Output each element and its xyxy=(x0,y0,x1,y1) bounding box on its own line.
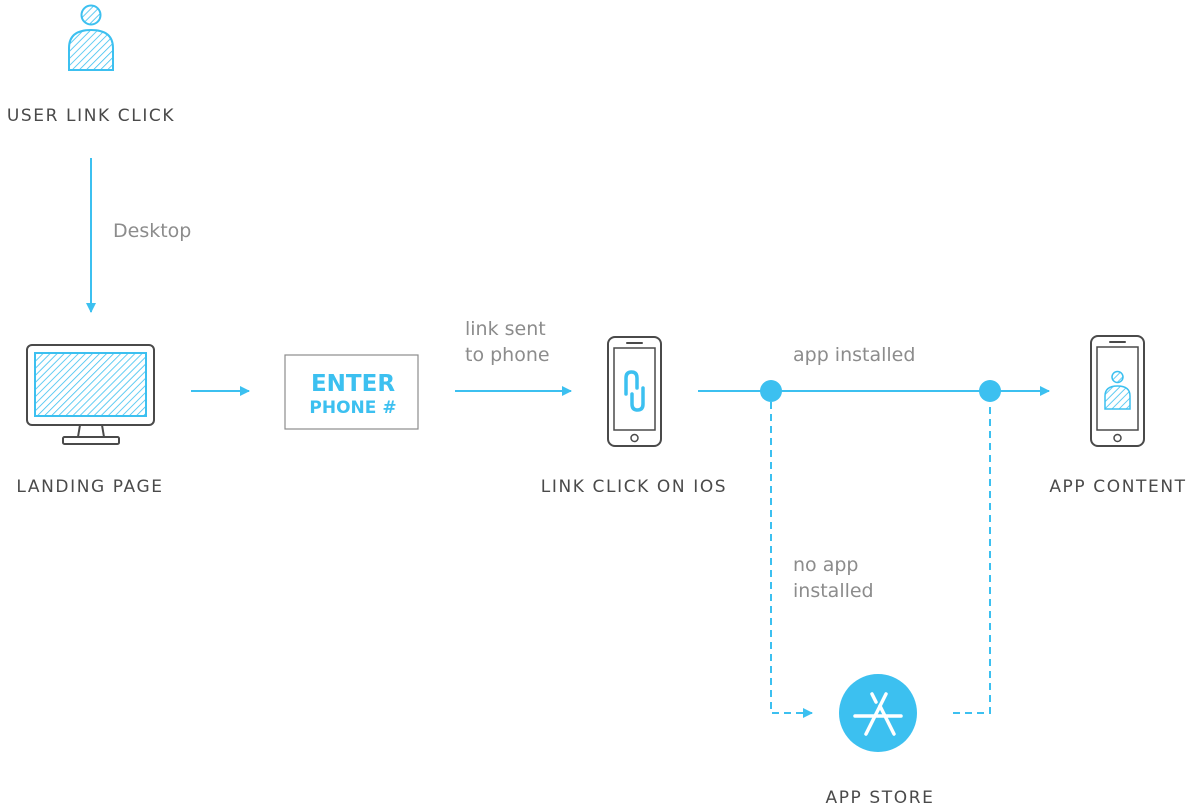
phone-user-icon xyxy=(1090,335,1145,447)
edge-no-app-dashed-arrow xyxy=(770,402,813,718)
edge-label-desktop: Desktop xyxy=(113,220,191,242)
edge-label-link-sent-line1: link sent xyxy=(465,318,546,340)
user-icon xyxy=(68,4,114,71)
edge-app-store-return-dashed xyxy=(953,402,991,714)
edge-label-app-installed: app installed xyxy=(793,344,915,366)
app-store-label: APP STORE xyxy=(825,788,934,803)
user-link-click-label: USER LINK CLICK xyxy=(7,106,175,126)
edge-label-no-app-line1: no app xyxy=(793,554,858,576)
app-content-label: APP CONTENT xyxy=(1049,477,1186,497)
app-store-icon[interactable] xyxy=(839,674,917,752)
desktop-monitor-icon xyxy=(26,344,155,445)
enter-phone-line2: PHONE # xyxy=(309,398,396,418)
enter-phone-box[interactable]: ENTER PHONE # xyxy=(284,354,419,430)
edge-label-link-sent-line2: to phone xyxy=(465,344,550,366)
junction-dot-right xyxy=(979,380,1001,402)
edge-label-no-app-line2: installed xyxy=(793,580,874,602)
junction-dot-left xyxy=(760,380,782,402)
link-click-on-ios-label: LINK CLICK ON IOS xyxy=(541,477,727,497)
enter-phone-line1: ENTER xyxy=(311,371,395,397)
landing-page-label: LANDING PAGE xyxy=(16,477,163,497)
phone-link-icon xyxy=(607,336,662,447)
